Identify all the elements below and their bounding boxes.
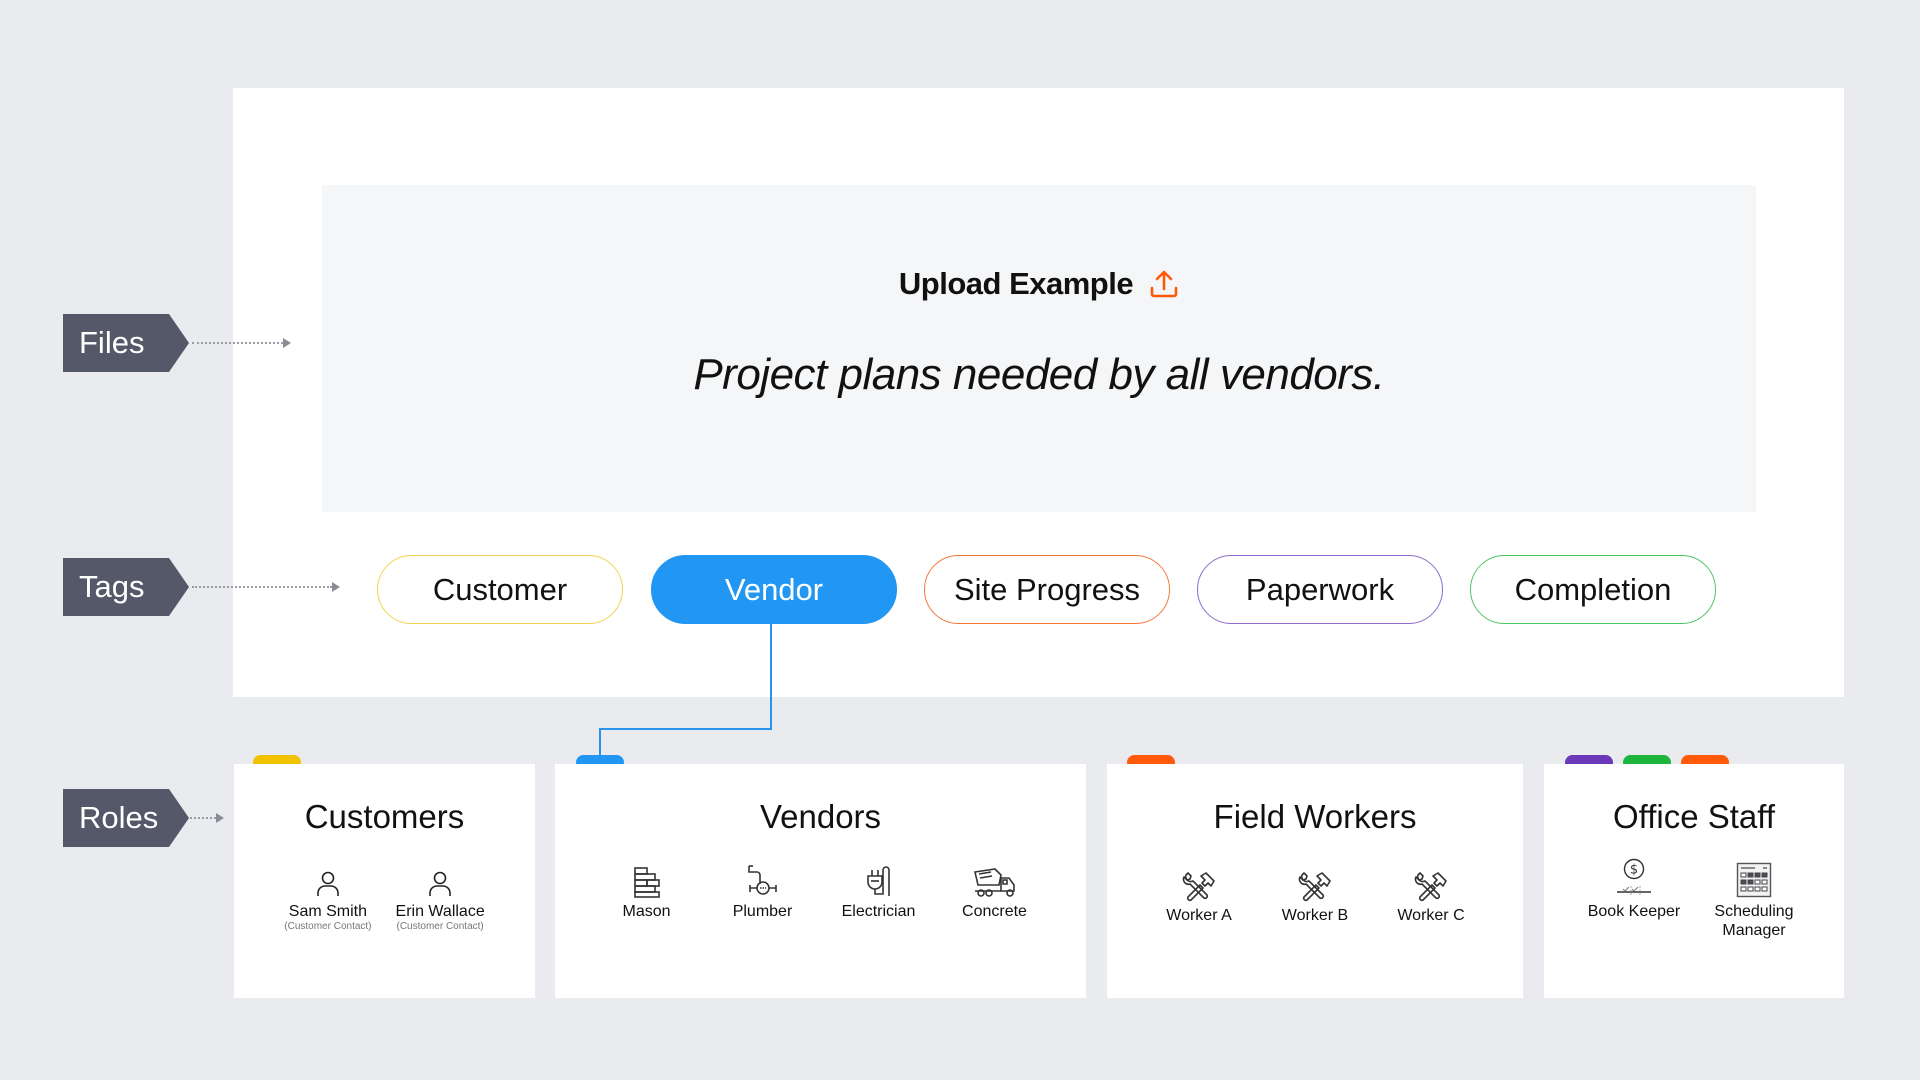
connector-line-drop	[599, 728, 601, 756]
tag-site-progress[interactable]: Site Progress	[924, 555, 1170, 624]
role-member-name: Plumber	[732, 903, 793, 920]
role-card-customers[interactable]: Customers Sam Smith (Customer Contact) E…	[234, 764, 535, 998]
role-member[interactable]: $ Book Keeper	[1584, 856, 1684, 940]
role-member-name: Worker B	[1281, 907, 1349, 924]
roles-arrow-line	[190, 817, 216, 819]
svg-text:$: $	[1630, 863, 1638, 878]
files-label: Files	[63, 314, 189, 372]
role-member[interactable]: Worker C	[1389, 864, 1473, 925]
role-card-office-staff[interactable]: Office Staff $ Book Keeper Scheduling Ma…	[1544, 764, 1844, 998]
role-member-name: Concrete	[962, 903, 1027, 920]
tag-label: Customer	[432, 571, 568, 607]
role-member[interactable]: Erin Wallace (Customer Contact)	[396, 860, 485, 933]
role-member[interactable]: Mason	[606, 860, 688, 921]
upload-title[interactable]: Upload Example	[322, 266, 1756, 302]
role-member-name: Scheduling	[1714, 903, 1794, 920]
role-member[interactable]: Sam Smith (Customer Contact)	[284, 860, 372, 933]
files-arrow-line	[192, 342, 283, 344]
role-member-name: Worker A	[1166, 907, 1232, 924]
connector-line-vertical	[770, 624, 772, 730]
role-member[interactable]: Concrete	[954, 860, 1036, 921]
tags-arrow-line	[192, 586, 332, 588]
role-card-field-workers[interactable]: Field Workers Worker A Worker B Worker C	[1107, 764, 1523, 998]
upload-title-text: Upload Example	[898, 266, 1134, 301]
role-member-name-line2: Manager	[1722, 922, 1786, 939]
role-title: Customers	[304, 798, 465, 835]
tag-label: Completion	[1514, 571, 1672, 607]
tag-customer[interactable]: Customer	[377, 555, 623, 624]
role-member[interactable]: Worker A	[1157, 864, 1241, 925]
person-icon	[315, 860, 341, 898]
role-card-vendors[interactable]: Vendors Mason Plumber Electrician Concre…	[555, 764, 1086, 998]
role-title: Office Staff	[1612, 798, 1776, 835]
files-arrow-head-icon	[283, 338, 291, 348]
role-title: Vendors	[759, 798, 882, 835]
file-upload-dropzone[interactable]	[322, 185, 1756, 512]
tag-paperwork[interactable]: Paperwork	[1197, 555, 1443, 624]
role-member-name: Erin Wallace	[395, 903, 485, 920]
tag-vendor[interactable]: Vendor	[651, 555, 897, 624]
role-member-subtitle: (Customer Contact)	[396, 921, 484, 932]
tag-label: Site Progress	[953, 571, 1141, 607]
tag-label: Vendor	[724, 571, 824, 607]
role-member[interactable]: Worker B	[1273, 864, 1357, 925]
tags-arrow-head-icon	[332, 582, 340, 592]
upload-icon[interactable]	[1149, 269, 1179, 299]
pipe-meter-icon	[746, 860, 780, 898]
role-member[interactable]: Electrician	[838, 860, 920, 921]
role-member-name: Book Keeper	[1587, 903, 1681, 920]
wrench-hammer-icon	[1182, 864, 1216, 902]
role-member-name: Worker C	[1397, 907, 1465, 924]
cement-truck-icon	[972, 860, 1018, 898]
plug-icon	[864, 860, 894, 898]
upload-description: Project plans needed by all vendors.	[693, 350, 1385, 399]
role-member[interactable]: Scheduling Manager	[1704, 856, 1804, 940]
person-icon	[427, 860, 453, 898]
roles-label: Roles	[63, 789, 189, 847]
wrench-hammer-icon	[1298, 864, 1332, 902]
role-member-subtitle: (Customer Contact)	[284, 921, 372, 932]
role-member[interactable]: Plumber	[722, 860, 804, 921]
role-member-name: Sam Smith	[288, 903, 368, 920]
brick-wall-icon	[632, 860, 662, 898]
tag-completion[interactable]: Completion	[1470, 555, 1716, 624]
dollar-coin-icon: $	[1613, 856, 1655, 898]
calendar-icon	[1736, 856, 1772, 898]
tag-label: Paperwork	[1245, 571, 1395, 607]
connector-line-horizontal	[599, 728, 772, 730]
wrench-hammer-icon	[1414, 864, 1448, 902]
tags-label: Tags	[63, 558, 189, 616]
role-member-name: Mason	[622, 903, 671, 920]
role-member-name: Electrician	[841, 903, 916, 920]
roles-arrow-head-icon	[216, 813, 224, 823]
role-title: Field Workers	[1213, 798, 1417, 835]
